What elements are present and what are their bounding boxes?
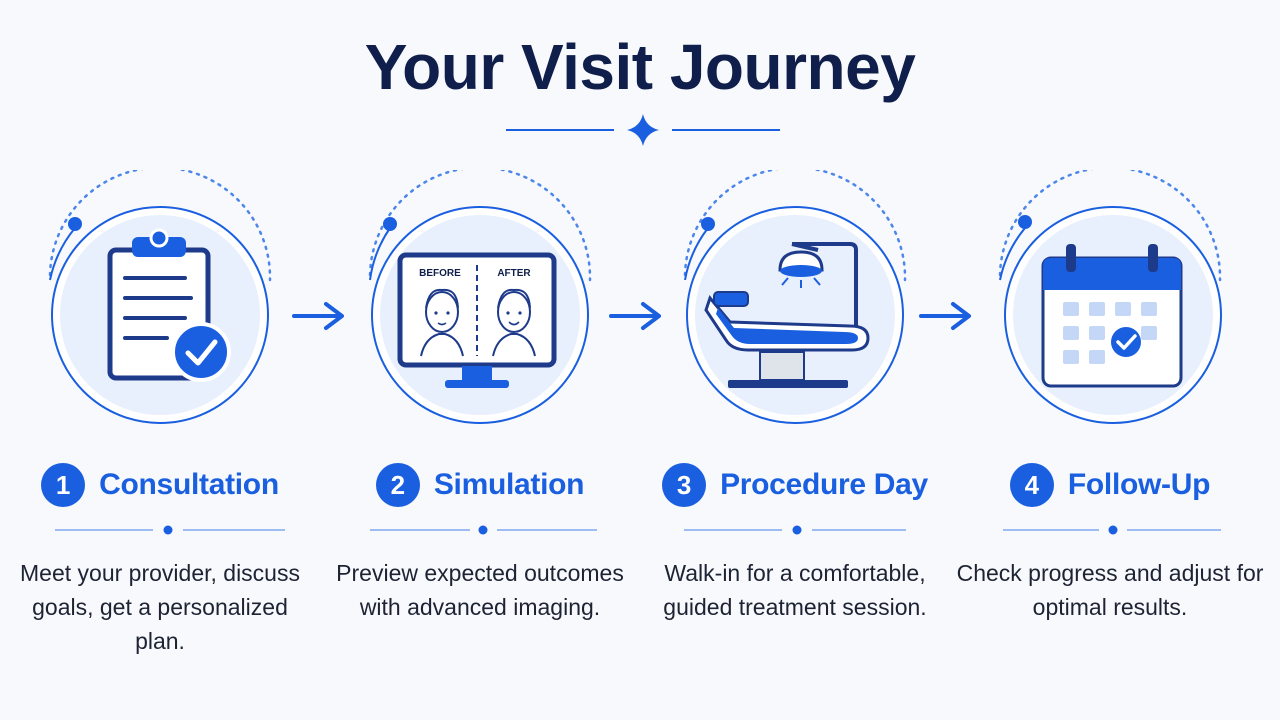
step-description: Meet your provider, discuss goals, get a… xyxy=(20,560,300,654)
step-description: Check progress and adjust for optimal re… xyxy=(956,560,1264,620)
step-title: Follow-Up xyxy=(1067,468,1211,501)
step-follow-up: 4 Follow-Up Check progress and adjust fo… xyxy=(955,166,1265,690)
step-3-icon-frame xyxy=(640,166,950,450)
step-title: Consultation xyxy=(99,468,279,501)
step-title: Procedure Day xyxy=(720,468,928,501)
step-number-badge: 2 xyxy=(375,463,420,507)
step-divider xyxy=(684,525,906,535)
step-1-icon-frame xyxy=(5,166,315,450)
step-consultation: 1 Consultation Meet your provider, discu… xyxy=(5,166,315,690)
after-label: AFTER xyxy=(497,268,531,279)
before-label: BEFORE xyxy=(419,268,461,279)
step-number-badge: 1 xyxy=(41,463,86,507)
step-number-badge: 3 xyxy=(662,463,707,507)
step-description: Preview expected outcomes with advanced … xyxy=(336,560,624,620)
step-divider xyxy=(1003,525,1221,535)
page-title: Your Visit Journey xyxy=(364,31,916,103)
step-simulation: BEFORE AFTER 2 Simulation Previe xyxy=(325,166,635,690)
treatment-chair-icon xyxy=(704,242,870,388)
before-after-monitor-icon: BEFORE AFTER xyxy=(397,252,557,388)
arrow-right-icon xyxy=(292,302,344,330)
step-procedure-day: 3 Procedure Day Walk-in for a comfortabl… xyxy=(640,166,950,690)
step-divider xyxy=(370,525,597,535)
step-number-badge: 4 xyxy=(1009,463,1054,507)
calendar-check-icon xyxy=(1041,244,1183,388)
step-4-icon-frame xyxy=(955,166,1265,450)
step-description: Walk-in for a comfortable, guided treatm… xyxy=(663,560,927,620)
step-divider xyxy=(55,525,285,535)
title-divider xyxy=(506,114,780,146)
step-title: Simulation xyxy=(433,468,585,501)
clipboard-check-icon xyxy=(107,228,231,382)
sparkle-icon xyxy=(627,114,659,146)
arrow-right-icon xyxy=(919,302,971,330)
arrow-right-icon xyxy=(609,302,661,330)
step-2-icon-frame: BEFORE AFTER xyxy=(325,166,635,450)
